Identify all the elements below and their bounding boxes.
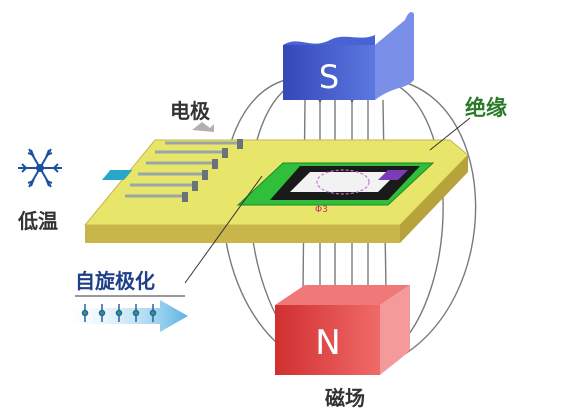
north-magnet: N xyxy=(275,285,410,375)
spin-arrows-icon xyxy=(68,300,188,332)
spin-polarization-label: 自旋极化 xyxy=(75,269,155,293)
electrode-pointer-arrow xyxy=(192,122,214,132)
electrode-posts xyxy=(182,139,243,202)
electrode-label: 电极 xyxy=(170,99,211,123)
electrode-wires xyxy=(125,141,240,198)
north-magnet-label: N xyxy=(315,323,340,363)
electrode-pad-right xyxy=(378,170,408,180)
flux-label: Φ3 xyxy=(315,205,328,215)
snowflake-icon xyxy=(18,148,62,188)
low-temp-label: 低温 xyxy=(17,209,58,233)
electrode-pad-left xyxy=(101,170,133,180)
south-magnet: S xyxy=(283,12,414,100)
insulation-layer xyxy=(236,162,435,206)
insulation-label: 绝缘 xyxy=(465,96,507,120)
south-magnet-label: S xyxy=(319,58,339,96)
magnetic-field-label: 磁场 xyxy=(325,386,365,410)
insulation-pointer xyxy=(429,117,471,151)
spin-pointer xyxy=(184,175,263,284)
